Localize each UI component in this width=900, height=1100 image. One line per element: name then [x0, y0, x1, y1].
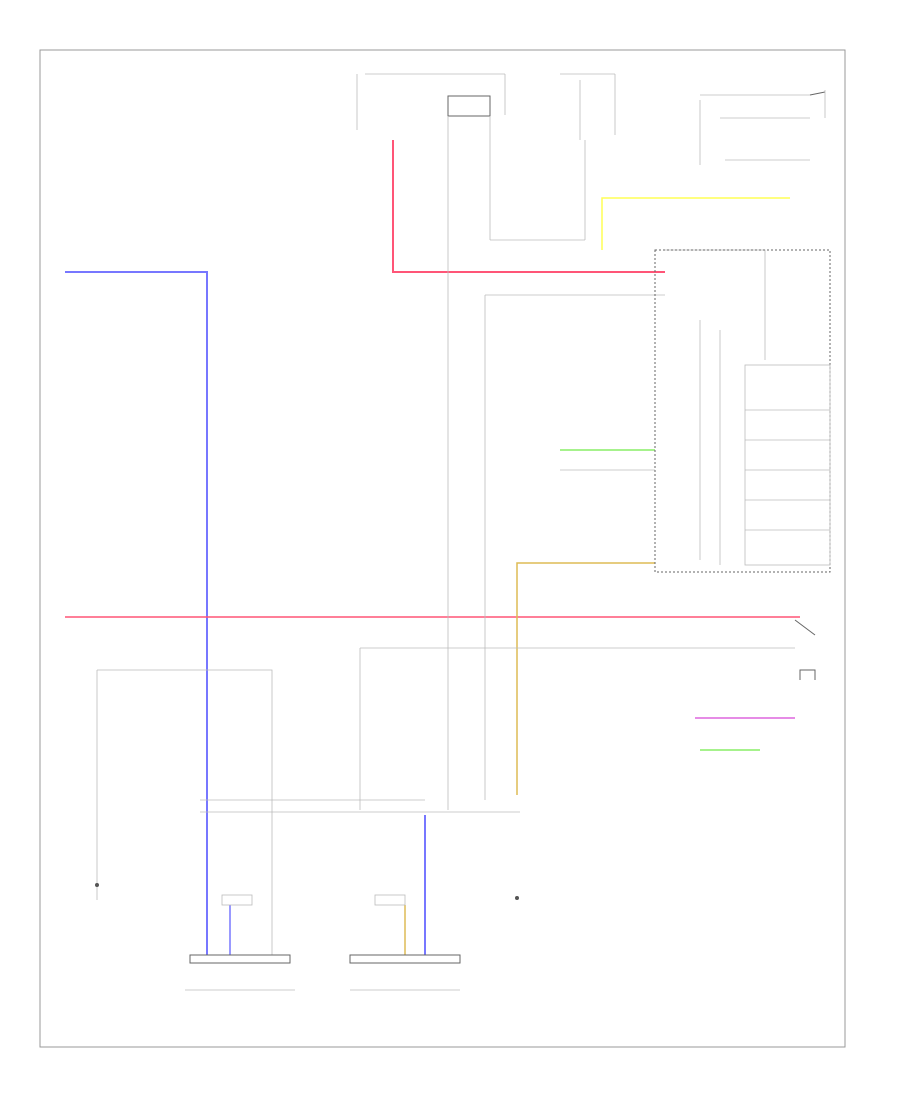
ground-symbols	[95, 883, 519, 900]
top-connector-area	[356, 73, 616, 241]
wire-red-top	[392, 140, 665, 273]
wire-green	[560, 449, 760, 751]
diagram-frame	[39, 49, 846, 1048]
right-lower-switch	[794, 619, 816, 680]
wire-yellow	[601, 197, 790, 250]
wire-orange	[516, 562, 655, 795]
top-right-switch-cluster	[699, 90, 826, 165]
lower-middle-connector	[349, 894, 461, 991]
wire-blue	[65, 271, 208, 955]
grey-wires	[96, 180, 795, 955]
wire-blue-lower	[229, 815, 426, 955]
combination-meter-assembly	[654, 249, 831, 573]
lower-left-connector	[185, 894, 295, 991]
